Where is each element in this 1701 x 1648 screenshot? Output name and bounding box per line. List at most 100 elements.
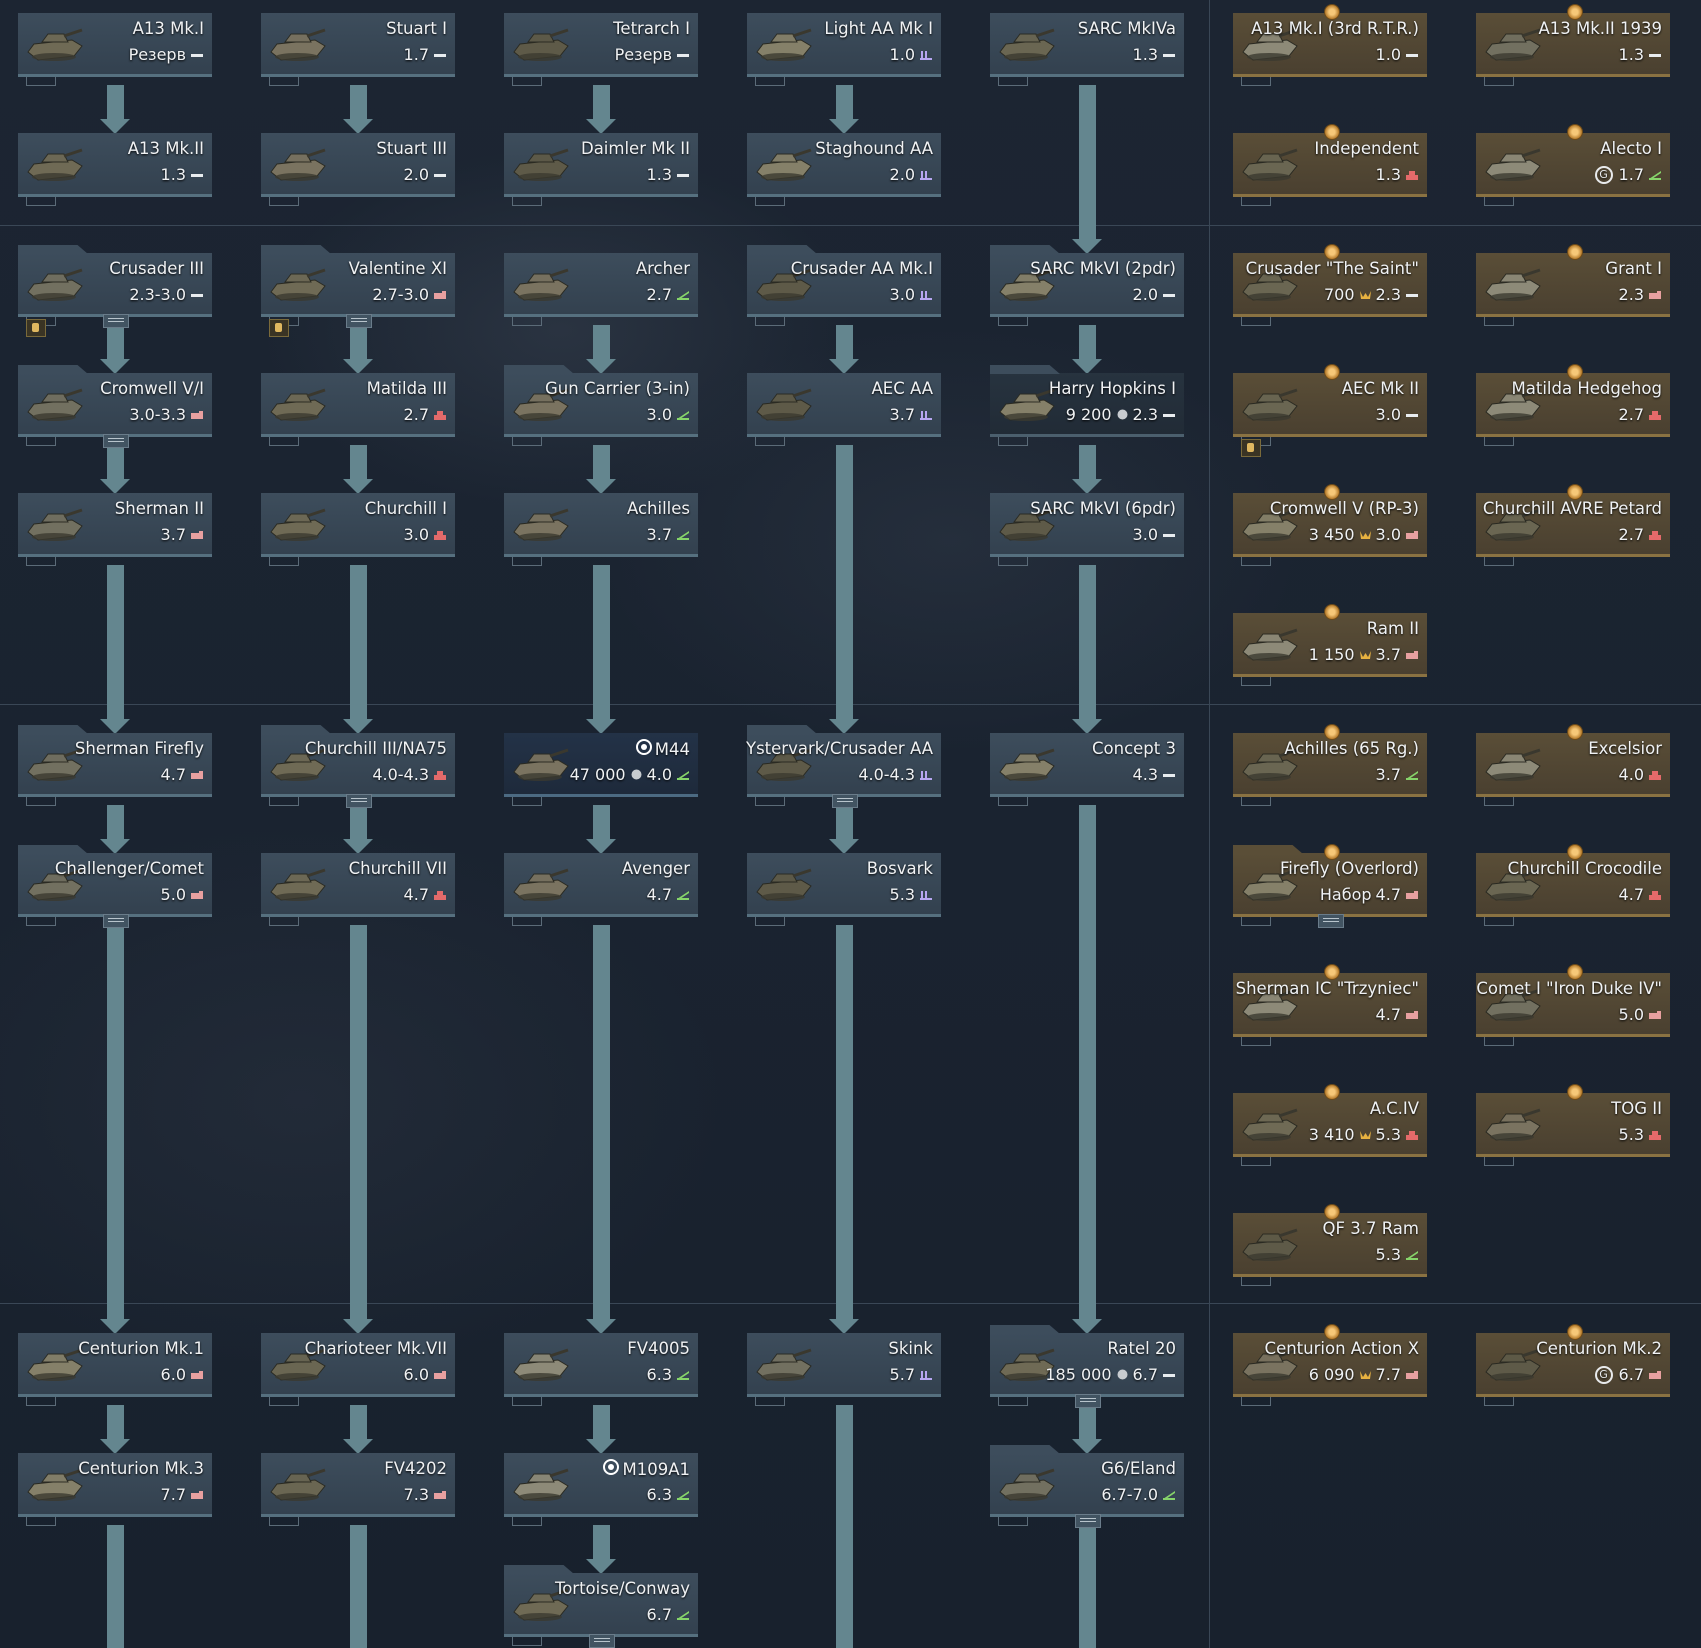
vehicle-thumbnail [756,28,812,61]
light-role-icon [1163,1373,1175,1377]
vehicle-price: 9 200 [1065,405,1112,424]
battle-rating: 7.7 [160,1485,186,1504]
folder-expand-icon[interactable] [589,1634,615,1648]
folder-expand-icon[interactable] [1318,914,1344,928]
link-line [836,805,853,839]
vehicle-card-sarc2pdr[interactable]: SARC MkVI (2pdr)2.0 [990,253,1184,326]
vehicle-name: M44 [635,739,690,759]
folder-expand-icon[interactable] [103,434,129,448]
vehicle-stats: 7.3 [404,1485,447,1504]
card-tab [26,1397,56,1406]
vehicle-card-trzyniec[interactable]: Sherman IC "Trzyniec"4.7 [1233,964,1427,1046]
link-line [1079,325,1096,359]
battle-rating: 2.3 [1132,405,1158,424]
vehicle-card-guncarrier[interactable]: Gun Carrier (3-in)3.0 [504,373,698,446]
folder-expand-icon[interactable] [346,794,372,808]
vehicle-card-achilles65[interactable]: Achilles (65 Rg.)3.7 [1233,724,1427,806]
card-tab [1484,1397,1514,1406]
premium-medal-icon [1567,1324,1583,1340]
vehicle-thumbnail [999,748,1055,781]
vehicle-thumbnail [27,508,83,541]
folder-expand-icon[interactable] [103,314,129,328]
vehicle-thumbnail [270,1348,326,1381]
vehicle-card-centurion3[interactable]: Centurion Mk.3 7.7 [18,1453,212,1526]
folder-expand-icon[interactable] [1075,1394,1101,1408]
vehicle-thumbnail [27,868,83,901]
folder-expand-icon[interactable] [103,914,129,928]
vehicle-name: Crusader "The Saint" [1246,259,1419,278]
link-line [593,925,610,1319]
premium-coin-icon: G [1594,165,1613,184]
folder-expand-icon[interactable] [346,314,372,328]
vehicle-card-sarc6pdr[interactable]: SARC MkVI (6pdr)3.0 [990,493,1184,566]
vehicle-card-ironduke[interactable]: Comet I "Iron Duke IV"5.0 [1476,964,1670,1046]
vehicle-card-a13mk1rtr[interactable]: A13 Mk.I (3rd R.T.R.)1.0 [1233,4,1427,86]
link-arrow [100,1439,130,1454]
vehicle-stats: 1.3 [161,165,204,184]
folder-expand-icon[interactable] [1075,1514,1101,1528]
folder-expand-icon[interactable] [832,794,858,808]
vehicle-thumbnail [756,748,812,781]
vehicle-name-text: Centurion Mk.3 [78,1459,204,1478]
link-line [350,445,367,479]
vehicle-name-text: Avenger [621,859,690,878]
